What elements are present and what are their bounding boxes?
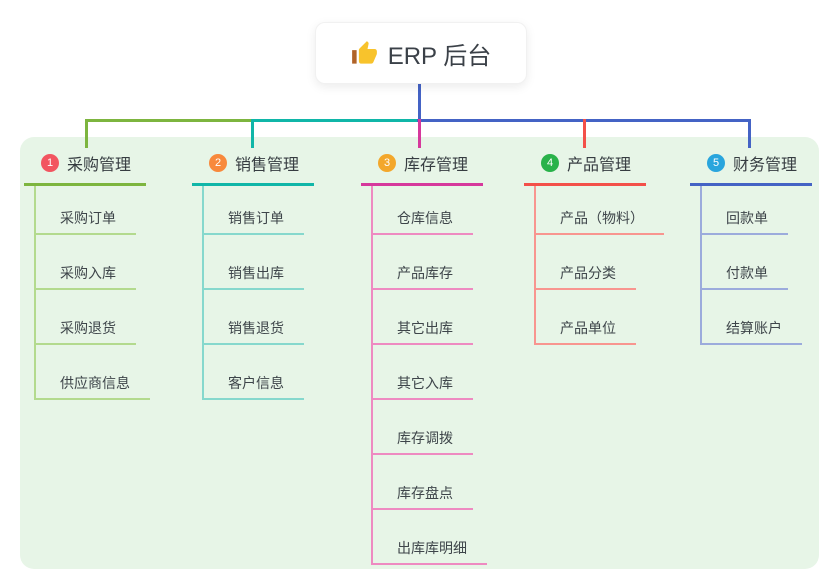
thumbs-up-icon bbox=[351, 40, 377, 64]
branch-inventory: 3 库存管理 仓库信息 产品库存 其它出库 其它入库 库存调拨 库存盘点 出库库… bbox=[361, 145, 487, 565]
child-node[interactable]: 库存调拨 bbox=[373, 400, 473, 455]
child-node[interactable]: 客户信息 bbox=[204, 345, 304, 400]
child-node[interactable]: 结算账户 bbox=[702, 290, 802, 345]
branch-purchase-header[interactable]: 1 采购管理 bbox=[24, 145, 146, 186]
branch-number-badge: 3 bbox=[378, 154, 396, 172]
connector-drop-finance bbox=[748, 119, 751, 148]
branch-inventory-children: 仓库信息 产品库存 其它出库 其它入库 库存调拨 库存盘点 出库库明细 bbox=[371, 186, 487, 565]
branch-inventory-header[interactable]: 3 库存管理 bbox=[361, 145, 483, 186]
child-node[interactable]: 采购订单 bbox=[36, 186, 136, 235]
branch-number-badge: 1 bbox=[41, 154, 59, 172]
branch-number-badge: 4 bbox=[541, 154, 559, 172]
child-node[interactable]: 产品单位 bbox=[536, 290, 636, 345]
branch-product-children: 产品（物料） 产品分类 产品单位 bbox=[534, 186, 664, 345]
connector-horizontal-left bbox=[85, 119, 253, 122]
branch-number-badge: 2 bbox=[209, 154, 227, 172]
branch-product-header[interactable]: 4 产品管理 bbox=[524, 145, 646, 186]
child-node[interactable]: 库存盘点 bbox=[373, 455, 473, 510]
branch-label: 销售管理 bbox=[235, 157, 300, 174]
branch-product: 4 产品管理 产品（物料） 产品分类 产品单位 bbox=[524, 145, 664, 345]
child-node[interactable]: 仓库信息 bbox=[373, 186, 473, 235]
child-node[interactable]: 销售出库 bbox=[204, 235, 304, 290]
branch-label: 库存管理 bbox=[404, 157, 469, 174]
branch-number-badge: 5 bbox=[707, 154, 725, 172]
child-node[interactable]: 供应商信息 bbox=[36, 345, 150, 400]
branch-sales-children: 销售订单 销售出库 销售退货 客户信息 bbox=[202, 186, 304, 400]
branch-purchase-children: 采购订单 采购入库 采购退货 供应商信息 bbox=[34, 186, 150, 400]
mindmap-canvas-panel bbox=[20, 137, 819, 569]
child-node[interactable]: 销售退货 bbox=[204, 290, 304, 345]
connector-horizontal-mid bbox=[251, 119, 419, 122]
connector-drop-inventory bbox=[418, 119, 421, 148]
child-node[interactable]: 付款单 bbox=[702, 235, 788, 290]
connector-root-stem bbox=[418, 81, 421, 120]
branch-label: 采购管理 bbox=[67, 157, 132, 174]
connector-drop-sales bbox=[251, 119, 254, 148]
root-label: ERP 后台 bbox=[387, 42, 492, 70]
root-node[interactable]: ERP 后台 bbox=[315, 22, 527, 84]
child-node[interactable]: 出库库明细 bbox=[373, 510, 487, 565]
child-node[interactable]: 产品（物料） bbox=[536, 186, 664, 235]
child-node[interactable]: 其它入库 bbox=[373, 345, 473, 400]
branch-finance-children: 回款单 付款单 结算账户 bbox=[700, 186, 802, 345]
child-node[interactable]: 产品分类 bbox=[536, 235, 636, 290]
connector-drop-purchase bbox=[85, 119, 88, 148]
child-node[interactable]: 回款单 bbox=[702, 186, 788, 235]
child-node[interactable]: 销售订单 bbox=[204, 186, 304, 235]
branch-sales: 2 销售管理 销售订单 销售出库 销售退货 客户信息 bbox=[192, 145, 314, 400]
branch-purchase: 1 采购管理 采购订单 采购入库 采购退货 供应商信息 bbox=[24, 145, 150, 400]
child-node[interactable]: 采购退货 bbox=[36, 290, 136, 345]
child-node[interactable]: 其它出库 bbox=[373, 290, 473, 345]
branch-label: 财务管理 bbox=[733, 157, 798, 174]
child-node[interactable]: 采购入库 bbox=[36, 235, 136, 290]
branch-sales-header[interactable]: 2 销售管理 bbox=[192, 145, 314, 186]
branch-label: 产品管理 bbox=[567, 157, 632, 174]
branch-finance: 5 财务管理 回款单 付款单 结算账户 bbox=[690, 145, 812, 345]
child-node[interactable]: 产品库存 bbox=[373, 235, 473, 290]
branch-finance-header[interactable]: 5 财务管理 bbox=[690, 145, 812, 186]
connector-drop-product bbox=[583, 119, 586, 148]
